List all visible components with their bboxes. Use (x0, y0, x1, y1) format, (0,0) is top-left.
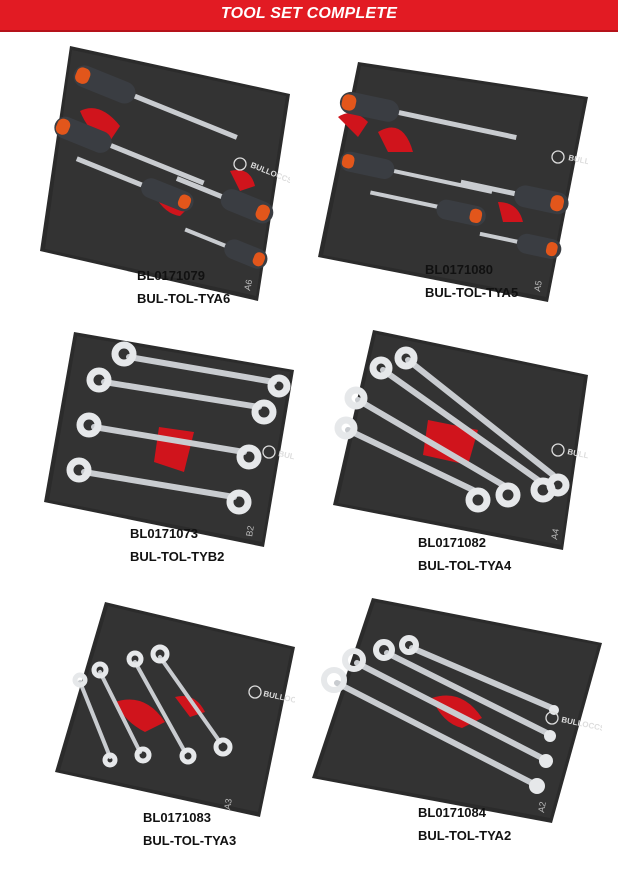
tray-offset-wrench-set-b2: BULLOCCS B2 (44, 332, 294, 547)
product-code: BL0171079 (137, 268, 205, 283)
product-model: BUL-TOL-TYA6 (137, 291, 231, 306)
wrench-tray-image: BULLOCCS A3 (55, 602, 295, 817)
tray-tag: A2 (536, 801, 548, 814)
product-model: BUL-TOL-TYA2 (418, 828, 512, 843)
product-code: BL0171080 (425, 262, 493, 277)
tray-tag: A4 (549, 528, 561, 541)
wrench-tray-image: BULLOCCS A2 (312, 598, 602, 823)
tray-tag: A5 (532, 280, 544, 293)
product-code: BL0171084 (418, 805, 486, 820)
product-model: BUL-TOL-TYA5 (425, 285, 519, 300)
product-code: BL0171082 (418, 535, 486, 550)
screwdriver-tray-image: BULLOCCS A5 (318, 62, 588, 302)
page-header: TOOL SET COMPLETE (0, 0, 618, 30)
tray-screwdriver-set-a6: BULLOCCS A6 (40, 46, 290, 301)
product-code: BL0171083 (143, 810, 211, 825)
tray-offset-wrench-set-a4: BULLOCCS A4 (333, 330, 588, 550)
page-title: TOOL SET COMPLETE (220, 5, 398, 22)
product-model: BUL-TOL-TYA4 (418, 558, 512, 573)
wrench-tray-image: BULLOCCS B2 (44, 332, 294, 547)
product-code: BL0171073 (130, 526, 198, 541)
brand-logo: BULLOCCS (278, 449, 294, 467)
tray-combination-wrench-set-a2: BULLOCCS A2 (312, 598, 602, 823)
screwdriver-tray-image: BULLOCCS A6 (40, 46, 290, 301)
tray-offset-wrench-set-a3: BULLOCCS A3 (55, 602, 295, 817)
product-model: BUL-TOL-TYB2 (130, 549, 225, 564)
tray-tag: A3 (222, 798, 234, 811)
wrench-tray-image: BULLOCCS A4 (333, 330, 588, 550)
tray-screwdriver-set-a5: BULLOCCS A5 (318, 62, 588, 302)
product-model: BUL-TOL-TYA3 (143, 833, 237, 848)
tray-tag: A6 (242, 279, 254, 292)
tray-tag: B2 (244, 525, 256, 538)
